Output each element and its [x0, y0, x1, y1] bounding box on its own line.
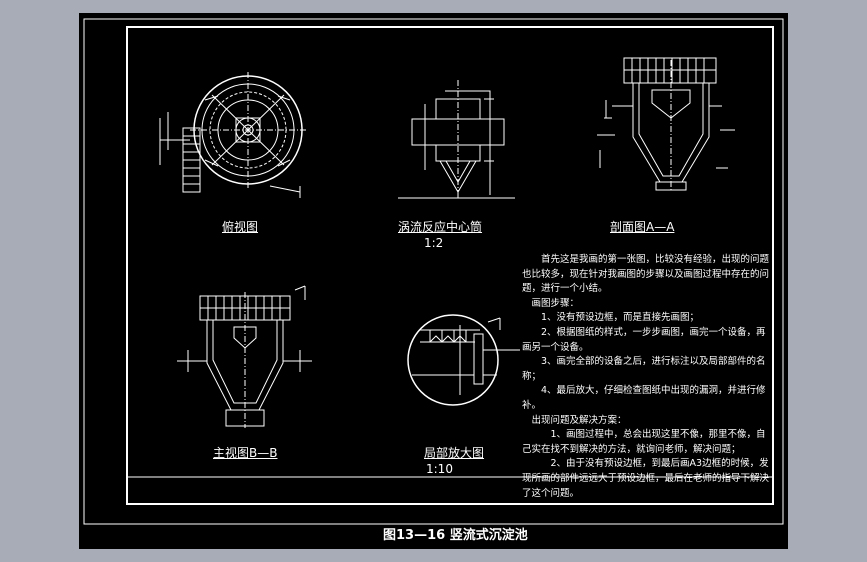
section-aa-drawing	[597, 57, 735, 191]
design-notes: 首先这是我画的第一张图，比较没有经验，出现的问题也比较多，现在针对我画图的步骤以…	[522, 253, 772, 501]
label-center-tube: 涡流反应中心筒	[398, 220, 483, 234]
drawing-svg	[83, 18, 784, 525]
label-center-tube-scale: 1:2	[424, 236, 444, 250]
note-intro: 首先这是我画的第一张图，比较没有经验，出现的问题也比较多，现在针对我画图的步骤以…	[522, 254, 770, 295]
top-view-drawing	[159, 72, 306, 198]
main-view-bb-drawing	[177, 285, 312, 428]
label-main-view-bb: 主视图B—B	[213, 446, 278, 460]
note-step-1: 1、没有预设边框，而是直接先画图；	[541, 312, 700, 324]
drawing-sheet	[79, 13, 788, 549]
note-step-2: 2、根据图纸的样式，一步步画图，画完一个设备，再画另一个设备。	[522, 326, 766, 353]
label-detail-scale: 1:10	[426, 462, 453, 476]
label-detail-view: 局部放大图	[424, 446, 485, 460]
inner-frame	[126, 26, 774, 505]
note-problem-2: 2、由于没有预设边框，到最后画A3边框的时候，发现所画的部件远远大于预设边框，最…	[522, 458, 770, 499]
note-problem-1: 1、画图过程中，总会出现这里不像，那里不像，自己实在找不到解决的方法，就询问老师…	[522, 429, 766, 455]
note-problems-heading: 出现问题及解决方案：	[531, 414, 627, 426]
detail-view-drawing	[407, 314, 520, 406]
note-steps-heading: 画图步骤：	[531, 297, 580, 309]
outer-frame	[83, 18, 784, 525]
note-step-4: 4、最后放大，仔细检查图纸中出现的漏洞，并进行修补。	[522, 385, 766, 411]
drawing-caption: 图13—16 竖流式沉淀池	[383, 528, 528, 543]
note-step-3: 3、画完全部的设备之后，进行标注以及局部部件的名称；	[522, 356, 766, 382]
label-top-view: 俯视图	[222, 220, 259, 234]
center-tube-drawing	[398, 80, 515, 199]
label-section-aa: 剖面图A—A	[610, 220, 675, 234]
